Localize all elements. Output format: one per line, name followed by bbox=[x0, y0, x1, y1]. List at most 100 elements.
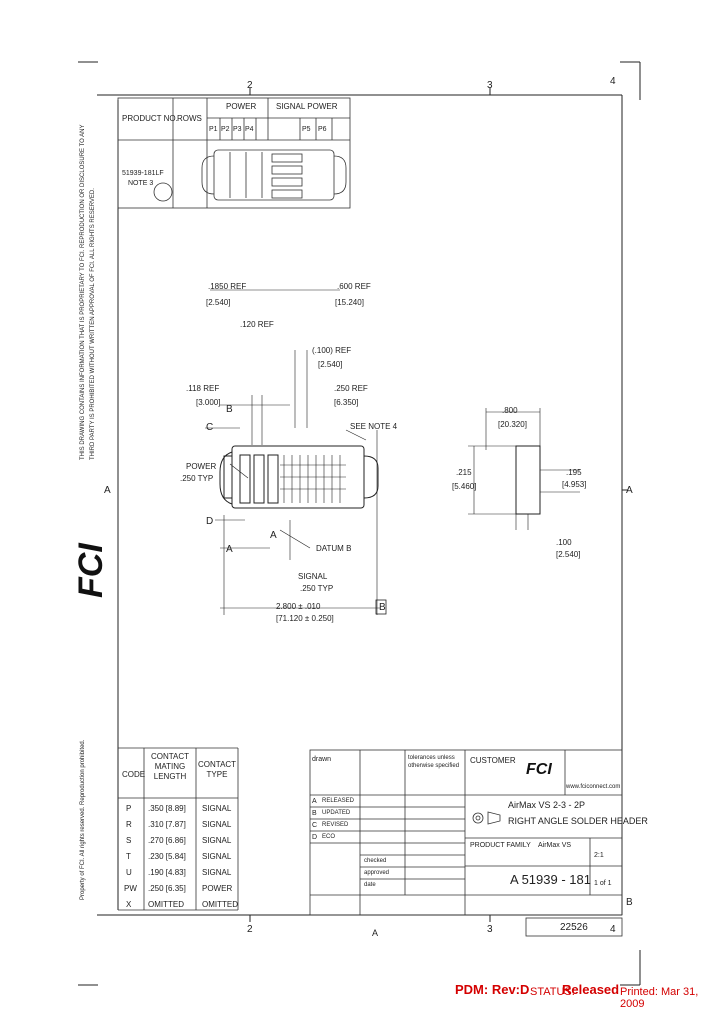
code-row-7-type: OMITTED bbox=[202, 900, 238, 909]
callout-b: B bbox=[226, 404, 233, 415]
code-table-lines bbox=[118, 747, 239, 911]
code-row-1-type: SIGNAL bbox=[202, 804, 232, 813]
pdm-rev: PDM: Rev:D bbox=[455, 982, 530, 997]
margin-text-1: THIS DRAWING CONTAINS INFORMATION THAT I… bbox=[80, 124, 86, 460]
side-bottom: .100 bbox=[556, 538, 572, 547]
side-width: .800 bbox=[502, 406, 518, 415]
fci-logo: FCI bbox=[72, 543, 111, 598]
code-row-7-code: X bbox=[126, 900, 132, 909]
svg-text:FCI: FCI bbox=[526, 761, 552, 778]
tb-rev-b: B bbox=[312, 810, 317, 817]
side-height-2: .195 bbox=[566, 468, 582, 477]
tb-drawn: drawn bbox=[312, 756, 332, 763]
tb-family-value: AirMax VS bbox=[538, 842, 572, 849]
tb-tolerances: tolerances unless otherwise specified bbox=[408, 755, 460, 769]
side-bottom-metric: [2.540] bbox=[556, 550, 581, 559]
tb-checked: checked bbox=[364, 858, 387, 864]
product-table-col-p1: P1 bbox=[209, 126, 218, 133]
code-row-2-type: SIGNAL bbox=[202, 820, 232, 829]
code-row-2-length: .310 [7.87] bbox=[148, 820, 186, 829]
product-table-col-p5: P5 bbox=[302, 126, 311, 133]
datum-b-label: DATUM B bbox=[316, 544, 352, 553]
product-table-header-signal-power: SIGNAL POWER bbox=[276, 102, 338, 111]
side-height-metric: [5.460] bbox=[452, 482, 477, 491]
code-row-5-type: SIGNAL bbox=[202, 868, 232, 877]
tb-rev-d-desc: ECO bbox=[322, 834, 336, 840]
product-table-lines bbox=[117, 97, 351, 209]
tb-approved: approved bbox=[364, 870, 390, 876]
zone-top-3: 3 bbox=[487, 80, 493, 91]
dim-d2-metric: [15.240] bbox=[335, 298, 364, 307]
zone-top-4: 4 bbox=[610, 76, 616, 87]
tb-product-family: PRODUCT FAMILY bbox=[470, 842, 531, 849]
product-table-header-power: POWER bbox=[226, 102, 257, 111]
dim-d4: (.100) REF bbox=[312, 346, 352, 355]
code-row-1-code: P bbox=[126, 804, 132, 813]
callout-c: C bbox=[206, 422, 214, 433]
overall-dim: 2.800 ± .010 bbox=[276, 602, 321, 611]
product-table-col-p4: P4 bbox=[245, 126, 254, 133]
fci-logo-text: FCI bbox=[72, 543, 110, 598]
code-row-6-code: PW bbox=[124, 884, 137, 893]
code-table-header-length: CONTACT MATING LENGTH bbox=[150, 752, 190, 781]
tb-rev-d: D bbox=[312, 834, 318, 841]
signal-label: SIGNAL bbox=[298, 572, 328, 581]
tb-date: date bbox=[364, 882, 376, 888]
tb-rev-a-desc: RELEASED bbox=[322, 798, 355, 804]
front-view bbox=[205, 289, 387, 615]
zone-bottom-3: 3 bbox=[487, 924, 493, 935]
code-row-4-length: .230 [5.84] bbox=[148, 852, 186, 861]
dim-d6: .118 REF bbox=[186, 384, 220, 393]
code-row-5-code: U bbox=[126, 868, 132, 877]
code-row-6-type: POWER bbox=[202, 884, 233, 893]
tb-size: A bbox=[372, 928, 379, 938]
datum-b-box: B bbox=[379, 602, 386, 613]
fci-logo-small: FCI bbox=[526, 761, 552, 778]
tb-website: www.fciconnect.com bbox=[566, 784, 621, 790]
tb-rev-c: C bbox=[312, 822, 318, 829]
printed-date: Printed: Mar 31, 2009 bbox=[620, 986, 699, 1010]
tb-rev-c-desc: REVISED bbox=[322, 822, 349, 828]
product-table-header-rows: ROWS bbox=[177, 114, 202, 123]
signal-dim: .250 TYP bbox=[300, 584, 334, 593]
tb-rev-a: A bbox=[312, 798, 317, 805]
product-number: 51939-181LF bbox=[122, 170, 164, 177]
tb-title-line1: AirMax VS 2-3 - 2P bbox=[508, 800, 586, 810]
side-view bbox=[468, 408, 580, 530]
zone-bottom-4: 4 bbox=[610, 924, 616, 935]
side-height: .215 bbox=[456, 468, 472, 477]
zone-side-a: A bbox=[626, 485, 633, 496]
power-dim: .250 TYP bbox=[180, 474, 214, 483]
title-block-lines bbox=[309, 749, 623, 937]
dim-d4-metric: [2.540] bbox=[318, 360, 343, 369]
status-value: Released bbox=[562, 982, 620, 997]
zone-bottom-2: 2 bbox=[247, 924, 253, 935]
dim-d6-metric: [3.000] bbox=[196, 398, 221, 407]
tb-sheet: 1 of 1 bbox=[594, 880, 612, 887]
code-row-3-type: SIGNAL bbox=[202, 836, 232, 845]
margin-text-2: THIRD PARTY IS PROHIBITED WITHOUT WRITTE… bbox=[90, 188, 96, 460]
tb-title-line2: RIGHT ANGLE SOLDER HEADER bbox=[508, 816, 648, 826]
product-note: NOTE 3 bbox=[128, 180, 154, 187]
code-row-5-length: .190 [4.83] bbox=[148, 868, 186, 877]
zone-top-2: 2 bbox=[247, 80, 253, 91]
callout-d: D bbox=[206, 516, 214, 527]
dim-d3: .120 REF bbox=[240, 320, 274, 329]
code-row-4-type: SIGNAL bbox=[202, 852, 232, 861]
zone-left-a: A bbox=[104, 485, 111, 496]
dim-d1: .1850 REF bbox=[208, 282, 247, 291]
product-table-col-p6: P6 bbox=[318, 126, 327, 133]
side-width-metric: [20.320] bbox=[498, 420, 527, 429]
code-table-header-type: CONTACT TYPE bbox=[198, 760, 237, 779]
product-table-header-product: PRODUCT NO. bbox=[122, 114, 178, 123]
zone-side-b: B bbox=[626, 897, 633, 908]
tb-drawing-no: A 51939 - 181 bbox=[510, 872, 591, 887]
dim-d2: .600 REF bbox=[337, 282, 371, 291]
product-table-col-p3: P3 bbox=[233, 126, 242, 133]
code-row-3-code: S bbox=[126, 836, 132, 845]
margin-text-3: Property of FCI. All rights reserved. Re… bbox=[80, 739, 86, 900]
tb-customer: CUSTOMER bbox=[470, 756, 516, 765]
dim-d1-metric: [2.540] bbox=[206, 298, 231, 307]
